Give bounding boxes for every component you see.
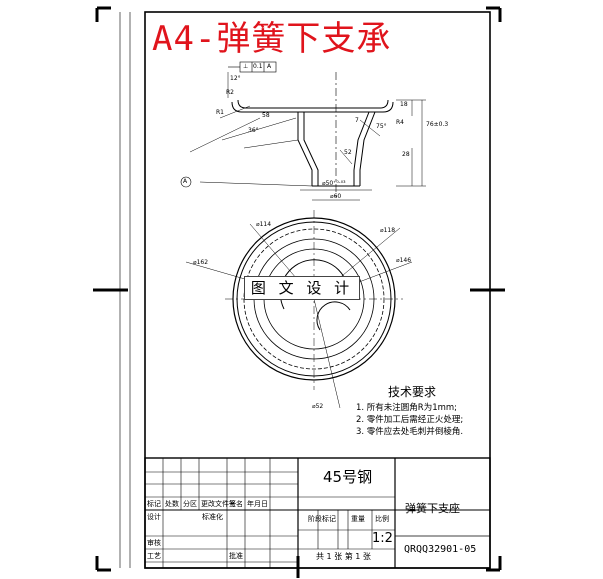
- requirement-item: 2. 零件加工后需经正火处理;: [356, 415, 464, 425]
- tb-label: 重量: [351, 515, 365, 523]
- dim-28: 28: [402, 151, 410, 158]
- tb-label: 签名: [229, 500, 243, 508]
- dim-d146: ⌀146: [396, 257, 412, 264]
- watermark-badge: 图 文 设 计: [244, 276, 360, 300]
- requirements-heading: 技术要求: [388, 385, 437, 399]
- tb-label: 工艺: [147, 552, 161, 560]
- tb-label: 设计: [147, 513, 161, 521]
- tb-label: 更改文件号: [201, 500, 236, 508]
- dim-d118: ⌀118: [380, 227, 396, 234]
- drawing-number: QRQQ32901-05: [404, 544, 477, 555]
- part-name: 弹簧下支座: [405, 502, 460, 515]
- title-block-grid: [144, 457, 491, 569]
- dim-angle-12: 12°: [230, 75, 241, 82]
- dim-r1: R1: [216, 109, 224, 116]
- dim-18: 18: [400, 101, 408, 108]
- requirement-item: 3. 零件应去处毛刺并倒棱角.: [356, 427, 464, 437]
- tb-label: 标准化: [202, 513, 223, 521]
- watermark-text: 图 文 设 计: [250, 279, 354, 297]
- dim-d60: ⌀60: [330, 193, 342, 200]
- dim-d52b: ⌀52: [312, 403, 324, 410]
- sheet-count: 共 1 张 第 1 张: [316, 552, 371, 561]
- tb-label: 批准: [229, 552, 243, 560]
- tb-label: 比例: [375, 515, 389, 523]
- dim-76: 76±0.3: [426, 121, 449, 128]
- tolerance-datum: A: [267, 63, 272, 70]
- dim-angle-75: 75°: [376, 123, 387, 130]
- tb-label: 处数: [165, 500, 179, 508]
- plan-view: [185, 210, 413, 409]
- tb-label: 审核: [147, 539, 161, 547]
- tb-label: 年月日: [247, 500, 268, 508]
- material: 45号钢: [323, 468, 373, 486]
- dim-d162: ⌀162: [193, 259, 209, 266]
- tolerance-value: 0.1: [253, 63, 263, 70]
- dim-d114: ⌀114: [256, 221, 272, 228]
- dim-angle-36: 36°: [248, 127, 259, 134]
- dim-7: 7: [355, 117, 359, 124]
- drawing-title: A4-弹簧下支承: [152, 19, 392, 59]
- requirement-item: 1. 所有未注圆角R为1mm;: [356, 403, 458, 413]
- dim-52: 52: [344, 149, 352, 156]
- tb-label: 阶段标记: [308, 515, 336, 523]
- dim-r2: R2: [226, 89, 234, 96]
- dim-r4: R4: [396, 119, 404, 126]
- margin-lines: [119, 12, 131, 568]
- tb-label: 标记: [147, 500, 161, 508]
- section-view: [180, 61, 426, 201]
- scale: 1:2: [372, 531, 393, 546]
- tb-label: 分区: [183, 500, 197, 508]
- datum-label: A: [183, 178, 188, 185]
- dim-58: 58: [262, 112, 270, 119]
- dim-bore: ⌀50⁺⁰·⁰³: [322, 180, 346, 187]
- tolerance-symbol: ⊥: [243, 63, 249, 70]
